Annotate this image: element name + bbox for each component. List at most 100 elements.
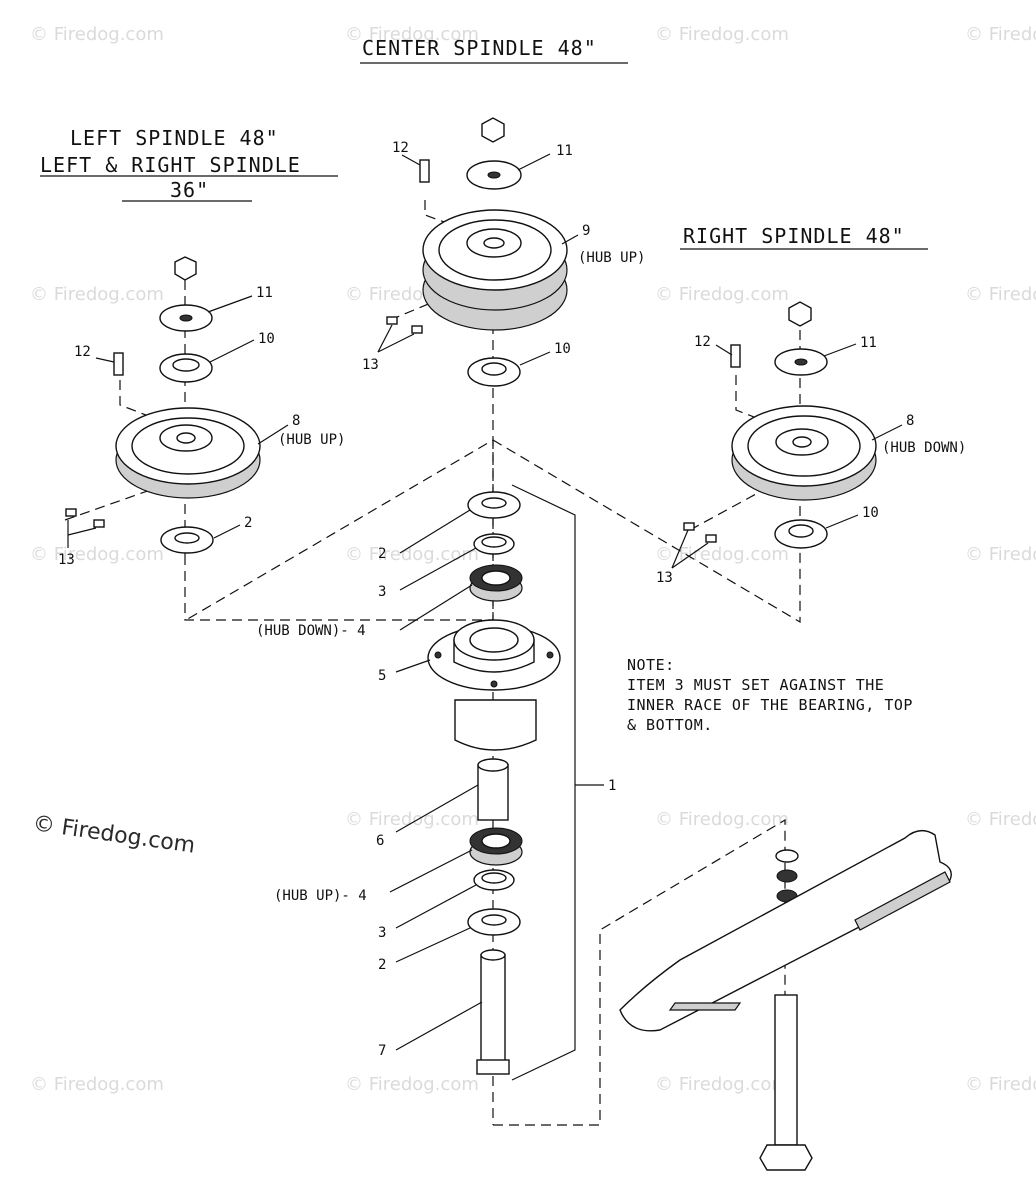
- watermark: © Firedog.com: [655, 24, 789, 45]
- note-line: INNER RACE OF THE BEARING, TOP: [627, 696, 913, 714]
- callout-12: 12: [392, 140, 409, 156]
- callout-9: 9: [582, 223, 590, 239]
- washer: [775, 849, 799, 863]
- watermark: © Firedog.com: [655, 284, 789, 305]
- spindle-assembly-bracket: [511, 484, 576, 1081]
- callout-11: 11: [256, 285, 273, 301]
- callout-hub-down: (HUB DOWN): [882, 440, 966, 456]
- spacer-hole: [788, 524, 814, 538]
- nut: [481, 117, 505, 143]
- callout-13: 13: [362, 357, 379, 373]
- callout-11: 11: [556, 143, 573, 159]
- leader-lines: [67, 153, 903, 1051]
- callout-5: 5: [378, 668, 386, 684]
- callout-12: 12: [74, 344, 91, 360]
- callout-1: 1: [608, 778, 616, 794]
- watermark: © Firedog.com: [345, 809, 479, 830]
- title-left-spindle: LEFT SPINDLE 48": [70, 126, 279, 150]
- bearing-inner: [481, 833, 511, 849]
- setscrew-13: [93, 519, 105, 528]
- bolt-hole: [434, 651, 442, 659]
- callout-hub-up: (HUB UP): [578, 250, 645, 266]
- key-12: [730, 344, 741, 368]
- watermark: © Firedog.com: [655, 1074, 789, 1095]
- washer: [776, 869, 798, 883]
- pulley-bore: [176, 432, 196, 444]
- note-line: ITEM 3 MUST SET AGAINST THE: [627, 676, 884, 694]
- bolt-hole: [490, 680, 498, 688]
- blade-group: [619, 830, 952, 1171]
- callout-2: 2: [378, 957, 386, 973]
- watermark: © Firedog.com: [965, 1074, 1036, 1095]
- nut: [174, 256, 197, 281]
- right-spindle-link: [492, 439, 801, 624]
- watermark: © Firedog.com: [30, 1074, 164, 1095]
- key-12: [419, 159, 430, 183]
- callout-7: 7: [378, 1043, 386, 1059]
- title-left-right-spindle: LEFT & RIGHT SPINDLE: [40, 153, 301, 177]
- callout-10: 10: [862, 505, 879, 521]
- callout-12: 12: [694, 334, 711, 350]
- bolt-hole: [546, 651, 554, 659]
- callout-labels: 11 10 12 8 (HUB UP) 2 13 12 11 9 (HUB UP…: [58, 140, 966, 1059]
- callout-hub-down-4: (HUB DOWN)- 4: [256, 623, 366, 639]
- watermark: © Firedog.com: [965, 809, 1036, 830]
- setscrew-13: [386, 316, 398, 325]
- callout-13: 13: [656, 570, 673, 586]
- bolt-head: [759, 1144, 813, 1171]
- callout-hub-up-4: (HUB UP)- 4: [274, 888, 367, 904]
- watermark-large: © Firedog.com: [31, 811, 197, 859]
- watermark: © Firedog.com: [965, 284, 1036, 305]
- callout-3: 3: [378, 925, 386, 941]
- nut: [788, 301, 812, 327]
- shaft-collar: [476, 1059, 510, 1075]
- washer-hole: [179, 314, 193, 322]
- blade-bolt: [774, 994, 798, 1146]
- callout-8: 8: [906, 413, 914, 429]
- right-spindle-group: [683, 301, 877, 549]
- pulley-bore: [792, 436, 812, 448]
- housing-5-bore: [469, 627, 519, 653]
- callout-2: 2: [378, 546, 386, 562]
- spacer-hole: [481, 362, 507, 376]
- title-right-spindle: RIGHT SPINDLE 48": [683, 224, 905, 248]
- watermark: © Firedog.com: [655, 809, 789, 830]
- assembly-note: NOTE: ITEM 3 MUST SET AGAINST THE INNER …: [627, 656, 913, 734]
- shaft-top: [480, 949, 506, 961]
- title-36: 36": [170, 178, 209, 202]
- callout-10: 10: [258, 331, 275, 347]
- watermark: © Firedog.com: [30, 544, 164, 565]
- setscrew-13: [683, 522, 695, 531]
- setscrew-13: [705, 534, 717, 543]
- watermark: © Firedog.com: [655, 544, 789, 565]
- watermark: © Firedog.com: [30, 284, 164, 305]
- callout-8: 8: [292, 413, 300, 429]
- center-pulley-group: [386, 117, 568, 387]
- left-spindle-group: [65, 256, 261, 554]
- spacer-hole: [481, 872, 507, 884]
- setscrew-13: [411, 325, 423, 334]
- bearing-inner: [481, 570, 511, 586]
- mower-blade: [619, 830, 952, 1032]
- spacer-hole: [481, 536, 507, 548]
- watermark: © Firedog.com: [965, 24, 1036, 45]
- callout-3: 3: [378, 584, 386, 600]
- key-12: [113, 352, 124, 376]
- watermark: © Firedog.com: [345, 24, 479, 45]
- titles: CENTER SPINDLE 48" LEFT SPINDLE 48" LEFT…: [40, 36, 928, 250]
- note-heading: NOTE:: [627, 656, 675, 674]
- blade-link: [493, 818, 786, 1130]
- tube-top: [477, 758, 509, 772]
- callout-2: 2: [244, 515, 252, 531]
- setscrew-13: [65, 508, 77, 517]
- shaft-7: [480, 954, 506, 1071]
- title-center-spindle: CENTER SPINDLE 48": [362, 36, 597, 60]
- callout-11: 11: [860, 335, 877, 351]
- center-key-line: [424, 200, 494, 241]
- watermark: © Firedog.com: [30, 24, 164, 45]
- watermark: © Firedog.com: [345, 544, 479, 565]
- spacer-hole: [172, 358, 200, 372]
- washer-hole: [481, 497, 507, 509]
